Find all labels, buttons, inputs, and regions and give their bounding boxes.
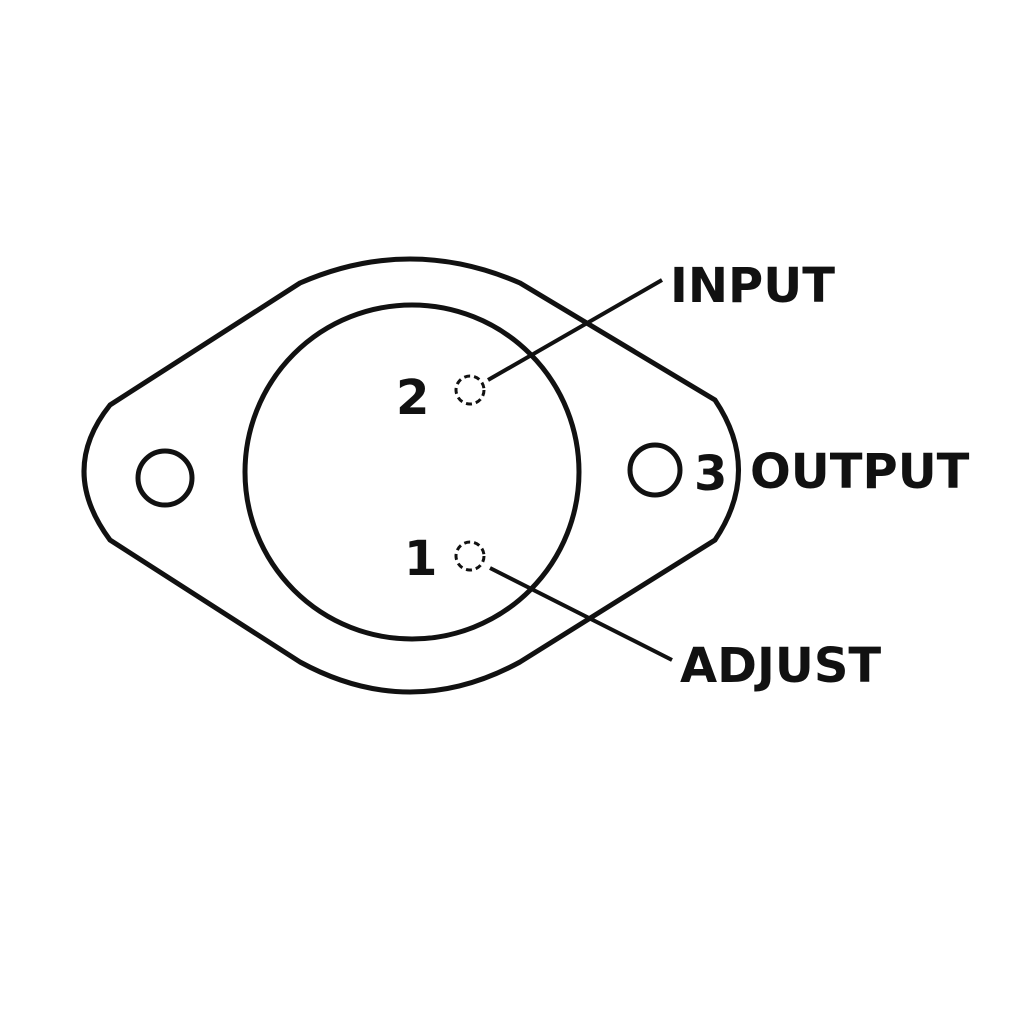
pin-3-label: 3 bbox=[694, 446, 727, 502]
input-label: INPUT bbox=[670, 258, 835, 314]
input-leader-line bbox=[487, 278, 663, 382]
left-mounting-hole bbox=[135, 448, 195, 508]
pin-2-label: 2 bbox=[396, 370, 429, 426]
package-body-circle bbox=[242, 302, 582, 642]
right-mounting-hole bbox=[627, 442, 683, 498]
package-flange-outline bbox=[81, 256, 741, 695]
pin-1-label: 1 bbox=[404, 531, 437, 587]
pin-1-hole bbox=[454, 540, 486, 572]
adjust-leader-line bbox=[489, 566, 673, 662]
output-label: OUTPUT bbox=[750, 444, 970, 500]
adjust-label: ADJUST bbox=[680, 638, 881, 694]
pin-2-hole bbox=[454, 374, 486, 406]
